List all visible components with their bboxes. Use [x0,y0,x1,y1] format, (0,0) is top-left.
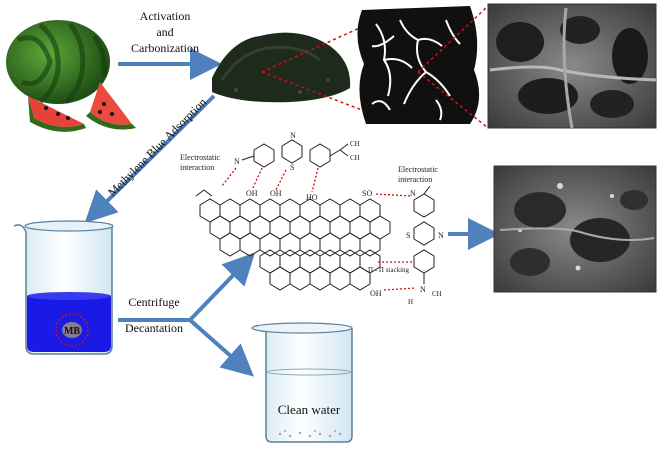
electrostatic-left-2: interaction [180,163,214,172]
chem-s-ring: S [406,231,410,240]
sem-micrograph-2-icon [493,165,657,293]
mb-adsorption-arrow [84,94,216,224]
label-and: and [156,25,173,39]
chem-s-top: S [290,163,294,172]
label-carbonization: Carbonization [131,41,199,55]
electrostatic-right-1: Electrostatic [398,165,438,174]
mb-molecule-top [241,139,349,168]
charcoal-powder-icon [212,32,351,103]
chem-oh-2: OH [270,189,282,198]
zoom-lines-2 [417,5,489,129]
chem-ch3-b: CH [350,154,360,162]
label-centrifuge: Centrifuge [128,295,179,309]
beaker-icon [13,220,114,355]
label-clean-water: Clean water [278,402,341,417]
interaction-lines [221,167,417,291]
mb-molecule-right [413,185,435,284]
chem-n-plus-right: N [410,189,416,198]
clean-water-beaker [251,322,353,443]
chem-so3: SO [362,189,372,198]
chem-h3c: H [408,298,413,306]
branch-arrows [118,252,256,377]
electrostatic-right-2: interaction [398,175,432,184]
sem-micrograph-icon [487,3,657,129]
zoom-lines-1 [261,25,365,111]
chem-n-bottom: N [420,285,426,294]
watermelon-icon [6,20,136,132]
chem-ch3-c: CH [432,290,442,298]
chem-n-ring: N [438,231,444,240]
chem-ch3-a: CH [350,140,360,148]
chem-oh-4: OH [370,289,382,298]
chem-n-top: N [290,131,296,140]
chem-oh-1: OH [246,189,258,198]
carbon-sheet-structure [199,198,391,291]
porous-carbon-icon [357,6,480,124]
label-activation: Activation [140,9,191,23]
carboxyl-group [195,189,213,197]
label-decantation: Decantation [125,321,183,335]
chem-n-plus-left: N [234,157,240,166]
label-beaker-mb: MB [64,326,80,337]
electrostatic-left-1: Electrostatic [180,153,220,162]
chem-ho-3: HO [306,193,318,202]
pi-stacking-label: Π - Π stacking [368,266,410,274]
